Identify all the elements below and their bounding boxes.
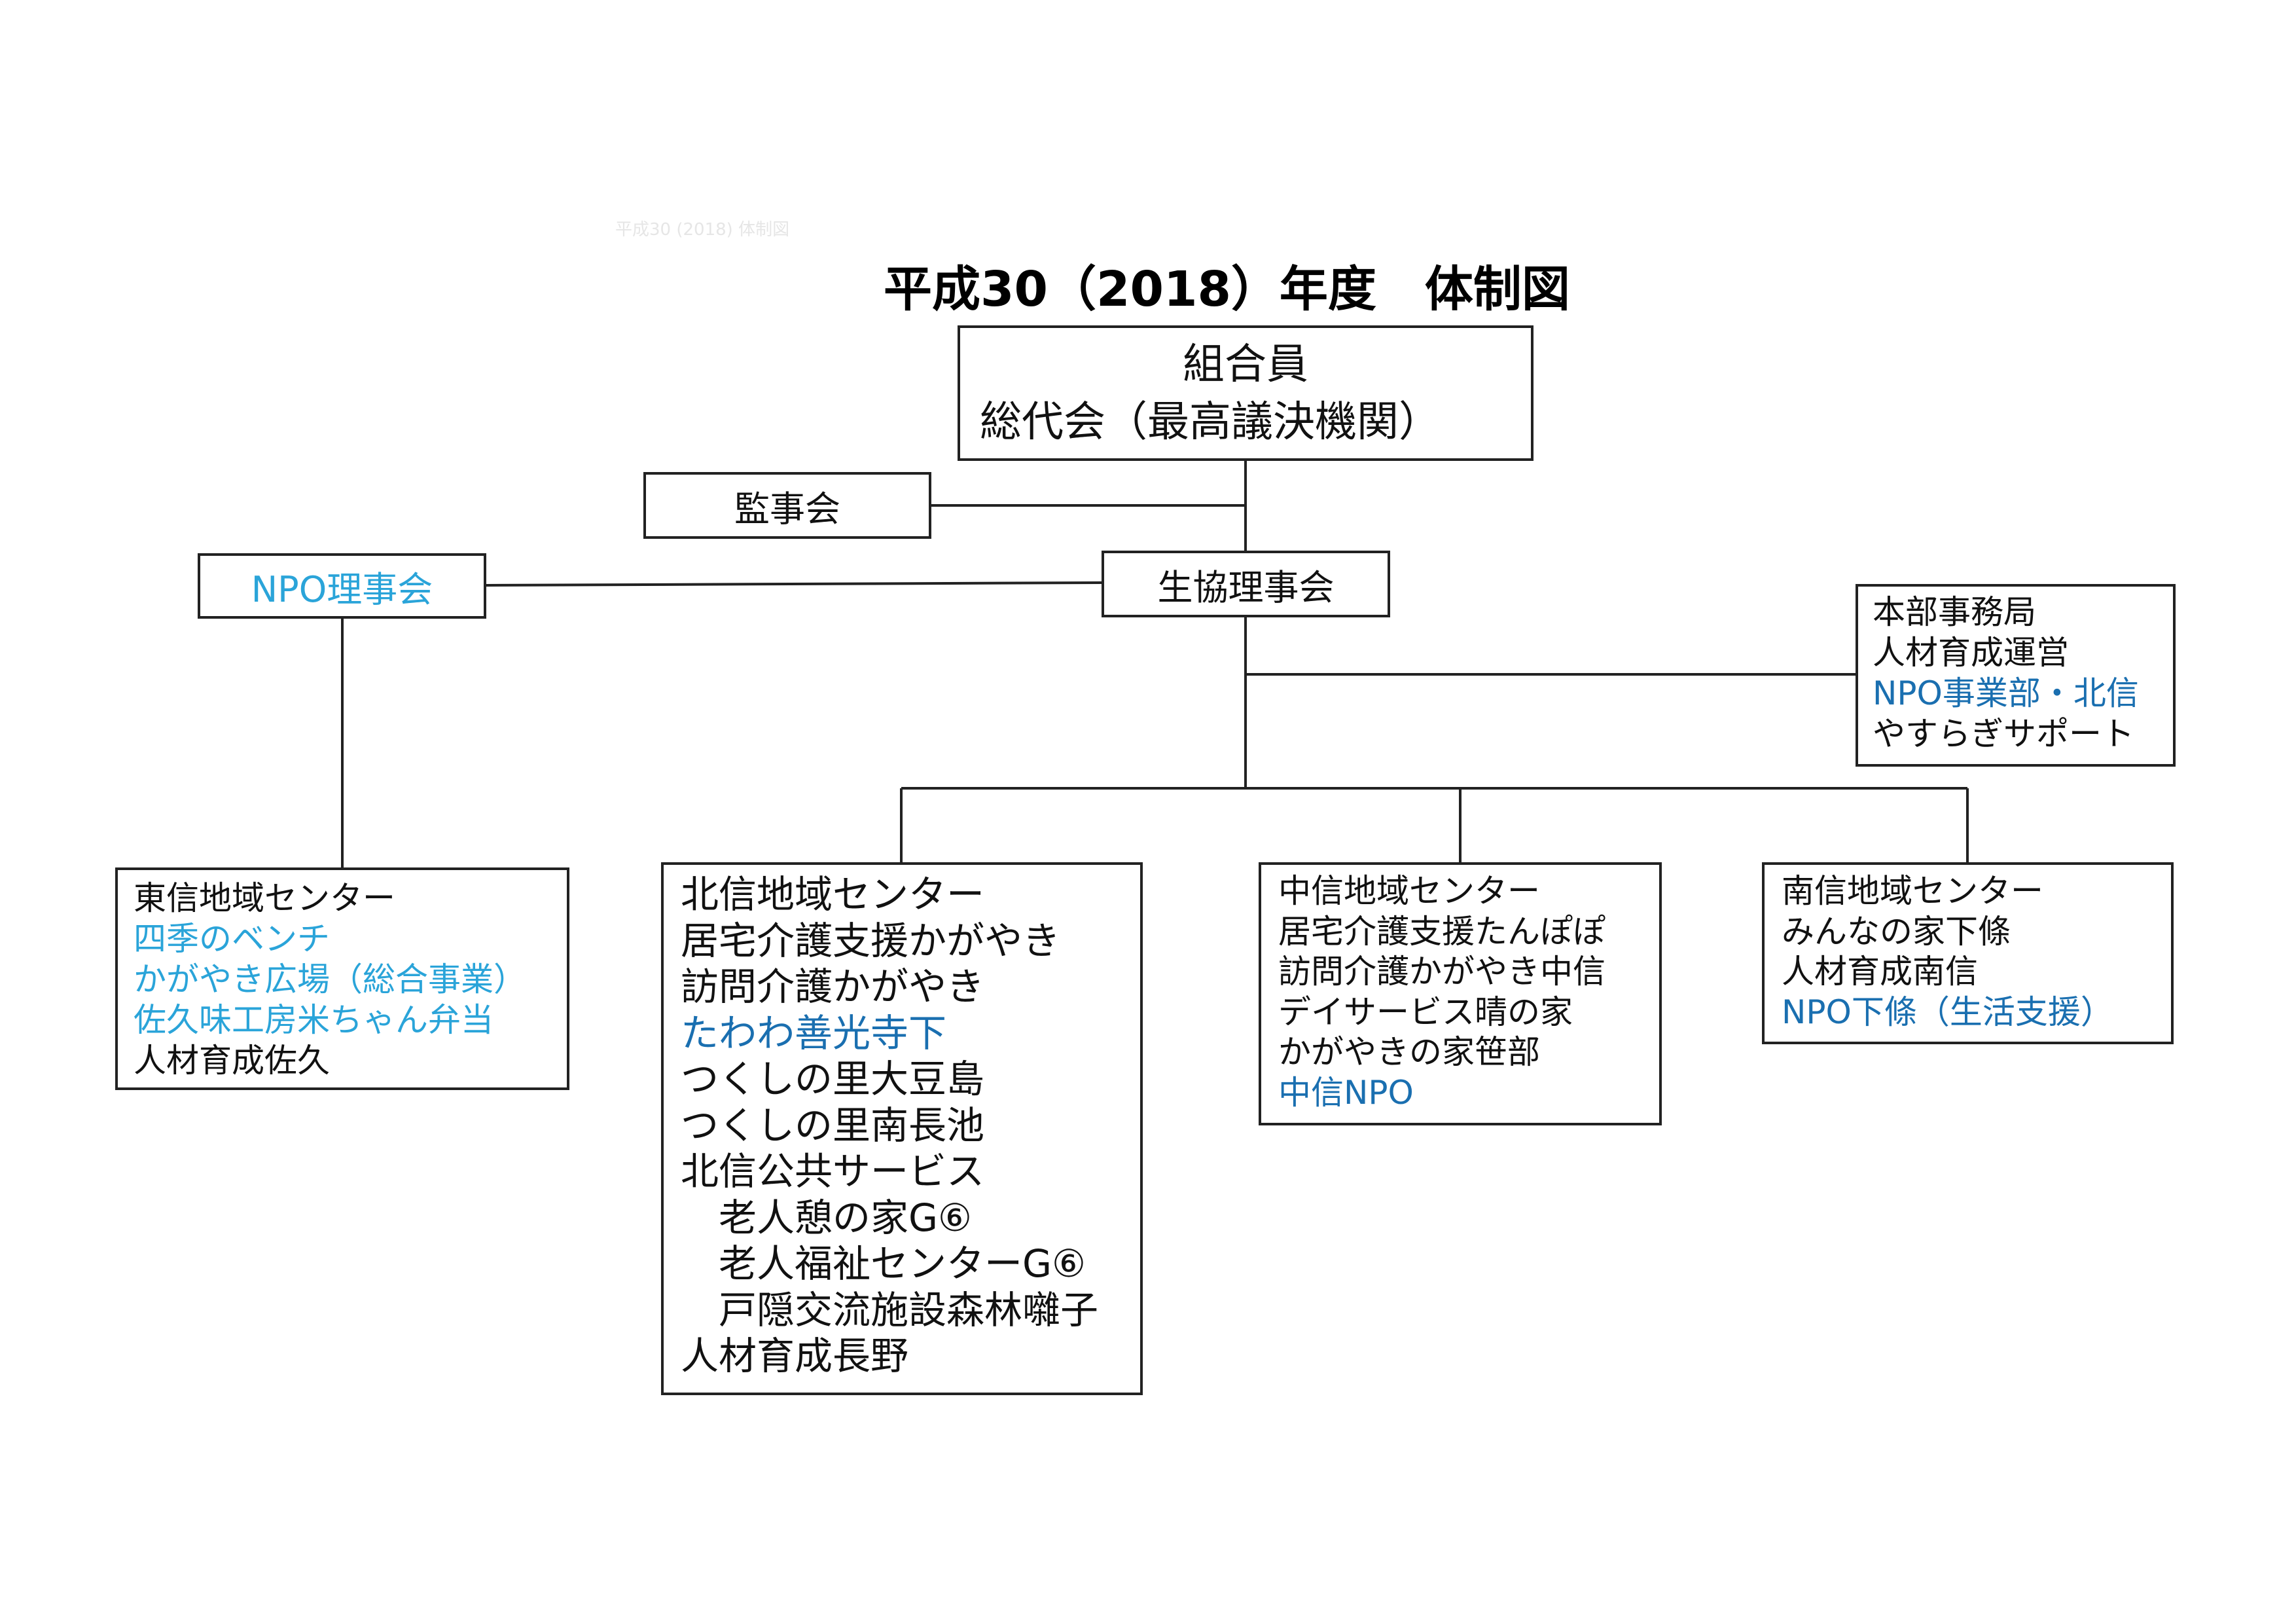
north-line: 老人憩の家G⑥ [681,1195,972,1240]
south-line: みんなの家下條 [1782,912,2011,951]
hq-line: NPO事業部・北信 [1873,674,2139,712]
north-region-box: 北信地域センター 居宅介護支援かがやき 訪問介護かがやき たわわ善光寺下 つくし… [661,862,1143,1395]
north-line: つくしの里南長池 [681,1103,985,1148]
middle-line: 居宅介護支援たんぽぽ [1278,912,1605,951]
audit-board-box: 監事会 [643,472,931,539]
south-region-box: 南信地域センター みんなの家下條 人材育成南信 NPO下條（生活支援） [1762,862,2174,1044]
north-line: 訪問介護かがやき [681,964,985,1009]
east-line: 四季のベンチ [134,920,330,958]
north-line: たわわ善光寺下 [681,1010,947,1055]
north-line: つくしの里大豆島 [681,1057,985,1101]
south-line: 人材育成南信 [1782,953,1978,991]
east-line: 佐久味工房米ちゃん弁当 [134,1001,493,1039]
north-line: 北信地域センター [681,872,985,917]
east-line: かがやき広場（総合事業） [134,960,526,998]
north-line: 戸隠交流施設森林囃子 [681,1287,1099,1332]
north-line: 人材育成長野 [681,1334,909,1378]
faint-header-text: 平成30 (2018) 体制図 [615,220,790,240]
audit-board-label: 監事会 [734,488,840,530]
north-line: 居宅介護支援かがやき [681,918,1061,963]
middle-line: デイサービス晴の家 [1278,993,1573,1031]
south-line: NPO下條（生活支援） [1782,993,2113,1031]
coop-board-label: 生協理事会 [1157,566,1335,608]
hq-line: 本部事務局 [1873,593,2036,631]
hq-line: やすらぎサポート [1873,715,2134,753]
page-title: 平成30（2018）年度 体制図 [884,261,1570,318]
north-line: 老人福祉センターG⑥ [681,1241,1086,1286]
line-npo-to-coop [486,581,1102,587]
middle-line: かがやきの家笹部 [1278,1033,1540,1071]
npo-board-label: NPO理事会 [251,568,433,610]
east-line: 人材育成佐久 [134,1042,330,1080]
general-assembly-box: 組合員 総代会（最高議決機関） [958,325,1534,461]
south-line: 南信地域センター [1782,872,2043,910]
east-region-box: 東信地域センター 四季のベンチ かがやき広場（総合事業） 佐久味工房米ちゃん弁当… [115,867,569,1090]
headquarters-box: 本部事務局 人材育成運営 NPO事業部・北信 やすらぎサポート [1856,584,2176,767]
coop-board-box: 生協理事会 [1102,551,1390,617]
middle-line: 中信地域センター [1278,872,1540,910]
middle-region-box: 中信地域センター 居宅介護支援たんぽぽ 訪問介護かがやき中信 デイサービス晴の家… [1259,862,1662,1125]
top-line-1: 組合員 [1183,340,1308,389]
east-line: 東信地域センター [134,879,395,917]
hq-line: 人材育成運営 [1873,634,2069,672]
npo-board-box: NPO理事会 [198,553,486,619]
middle-line: 訪問介護かがやき中信 [1278,953,1605,991]
top-line-2: 総代会（最高議決機関） [980,398,1441,447]
middle-line: 中信NPO [1278,1073,1414,1112]
north-line: 北信公共サービス [681,1149,985,1194]
